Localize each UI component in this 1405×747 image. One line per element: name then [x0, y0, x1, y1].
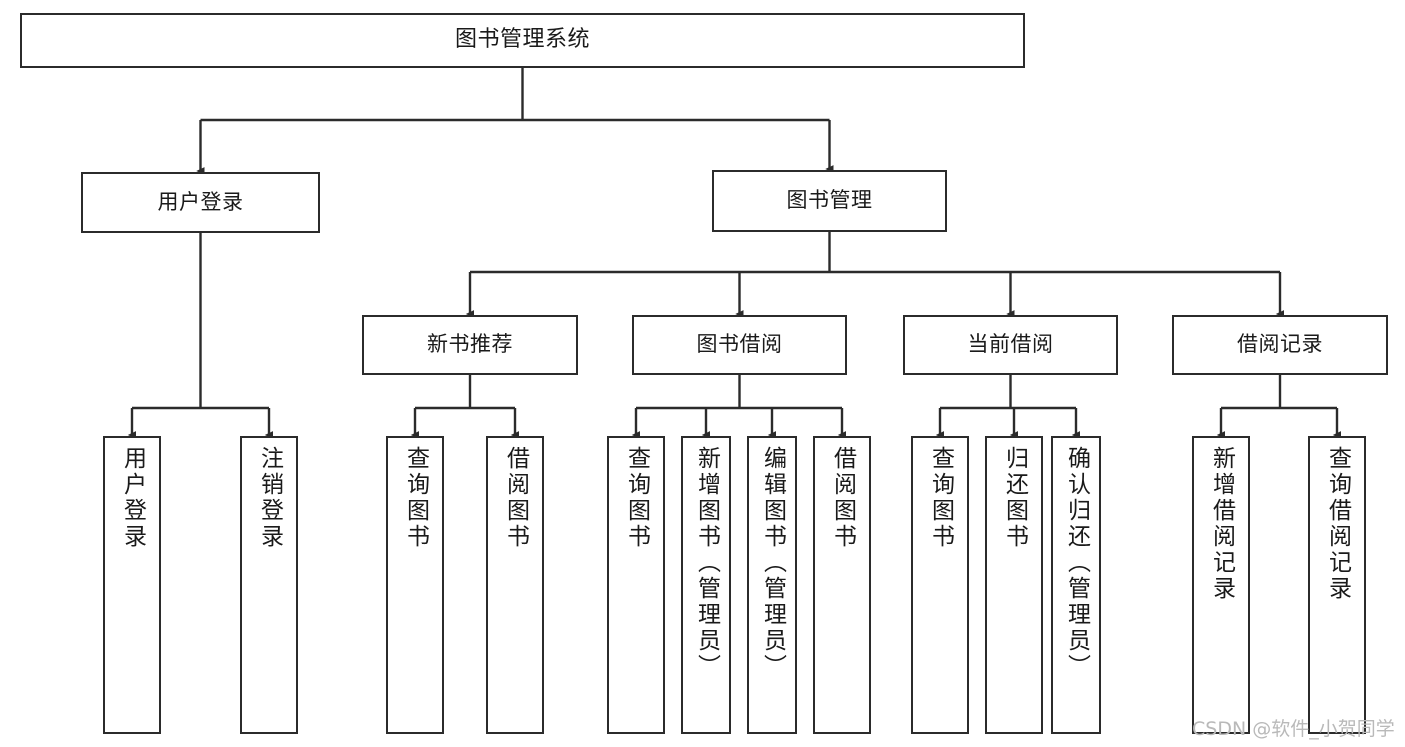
node-new-book-recommend[interactable]: 新书推荐: [362, 315, 578, 375]
node-book-manage[interactable]: 图书管理: [712, 170, 947, 232]
node-user-login[interactable]: 用户登录: [81, 172, 320, 233]
node-leaf-borrow-book-1-label: 借阅图书: [502, 446, 529, 550]
node-book-borrow[interactable]: 图书借阅: [632, 315, 847, 375]
node-user-login-label: 用户登录: [157, 189, 244, 214]
node-borrow-record-label: 借阅记录: [1237, 332, 1323, 357]
node-current-borrow[interactable]: 当前借阅: [903, 315, 1118, 375]
node-leaf-query-record-label: 查询借阅记录: [1324, 446, 1351, 602]
node-root-label: 图书管理系统: [454, 27, 590, 53]
node-leaf-add-record[interactable]: 新增借阅记录: [1192, 436, 1250, 734]
node-leaf-add-book-admin[interactable]: 新增图书（管理员）: [681, 436, 731, 734]
csdn-watermark: CSDN @软件_小贺同学: [1192, 718, 1395, 740]
node-book-manage-label: 图书管理: [786, 188, 873, 213]
node-leaf-query-book-1[interactable]: 查询图书: [386, 436, 444, 734]
node-leaf-confirm-return[interactable]: 确认归还（管理员）: [1051, 436, 1101, 734]
node-leaf-borrow-book-2[interactable]: 借阅图书: [813, 436, 871, 734]
node-leaf-return-book-label: 归还图书: [1001, 446, 1028, 550]
node-leaf-query-record[interactable]: 查询借阅记录: [1308, 436, 1366, 734]
node-leaf-edit-book-admin[interactable]: 编辑图书（管理员）: [747, 436, 797, 734]
node-leaf-user-login[interactable]: 用户登录: [103, 436, 161, 734]
node-leaf-add-book-admin-label: 新增图书（管理员）: [693, 446, 720, 680]
node-leaf-confirm-return-label: 确认归还（管理员）: [1063, 446, 1090, 680]
node-leaf-borrow-book-2-label: 借阅图书: [829, 446, 856, 550]
node-leaf-borrow-book-1[interactable]: 借阅图书: [486, 436, 544, 734]
node-leaf-edit-book-admin-label: 编辑图书（管理员）: [759, 446, 786, 680]
node-root[interactable]: 图书管理系统: [20, 13, 1025, 68]
node-leaf-query-book-3-label: 查询图书: [927, 446, 954, 550]
node-book-borrow-label: 图书借阅: [696, 332, 783, 357]
node-leaf-query-book-3[interactable]: 查询图书: [911, 436, 969, 734]
node-leaf-query-book-2[interactable]: 查询图书: [607, 436, 665, 734]
node-leaf-return-book[interactable]: 归还图书: [985, 436, 1043, 734]
node-leaf-logout[interactable]: 注销登录: [240, 436, 298, 734]
node-leaf-user-login-label: 用户登录: [119, 446, 146, 550]
node-current-borrow-label: 当前借阅: [967, 332, 1054, 357]
node-leaf-query-book-2-label: 查询图书: [623, 446, 650, 550]
node-leaf-add-record-label: 新增借阅记录: [1208, 446, 1235, 602]
node-new-book-recommend-label: 新书推荐: [427, 332, 513, 357]
node-leaf-logout-label: 注销登录: [256, 446, 283, 550]
node-leaf-query-book-1-label: 查询图书: [402, 446, 429, 550]
node-borrow-record[interactable]: 借阅记录: [1172, 315, 1388, 375]
